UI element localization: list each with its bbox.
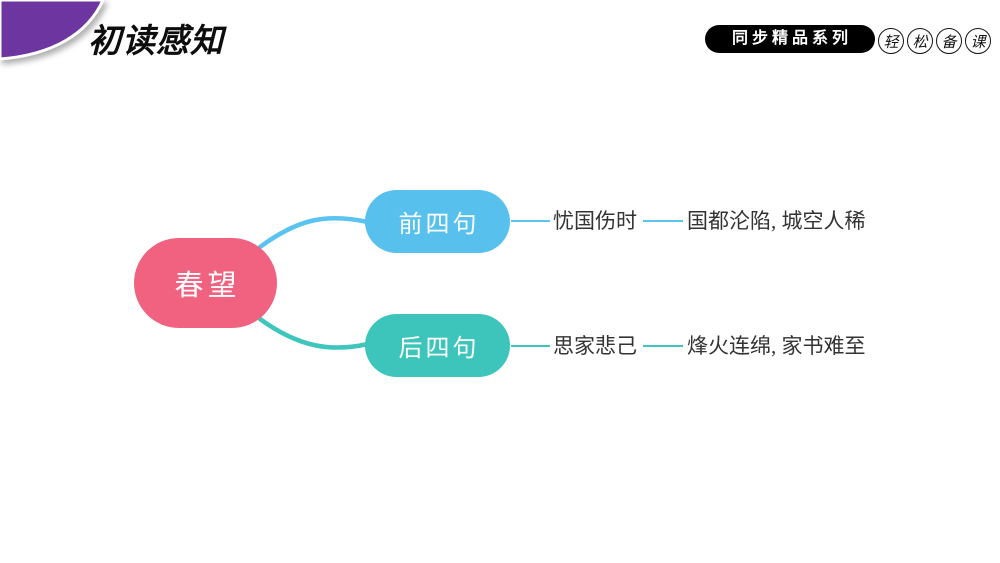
mid-label-front: 忧国伤时 (553, 209, 637, 233)
curve-root-to-back (257, 316, 371, 350)
mid-label-back: 思家悲己 (553, 334, 637, 358)
stamp-circle: 松 (907, 28, 933, 54)
curve-root-to-front (257, 215, 371, 250)
page-title: 初读感知 (88, 22, 224, 59)
root-node-chunwang: 春望 (134, 238, 277, 328)
leaf-label-front: 国都沦陷, 城空人稀 (687, 209, 866, 233)
corner-decoration (0, 0, 105, 61)
branch-node-first-four-lines: 前四句 (365, 190, 510, 253)
stamp-circle: 备 (936, 28, 962, 54)
stamp-group: 轻 松 备 课 (878, 28, 991, 54)
leaf-label-back: 烽火连绵, 家书难至 (687, 334, 866, 358)
stamp-circle: 课 (965, 28, 991, 54)
corner-shape-icon (0, 0, 105, 61)
series-badge: 同步精品系列 (705, 25, 875, 53)
stamp-circle: 轻 (878, 28, 904, 54)
branch-node-last-four-lines: 后四句 (365, 314, 510, 377)
